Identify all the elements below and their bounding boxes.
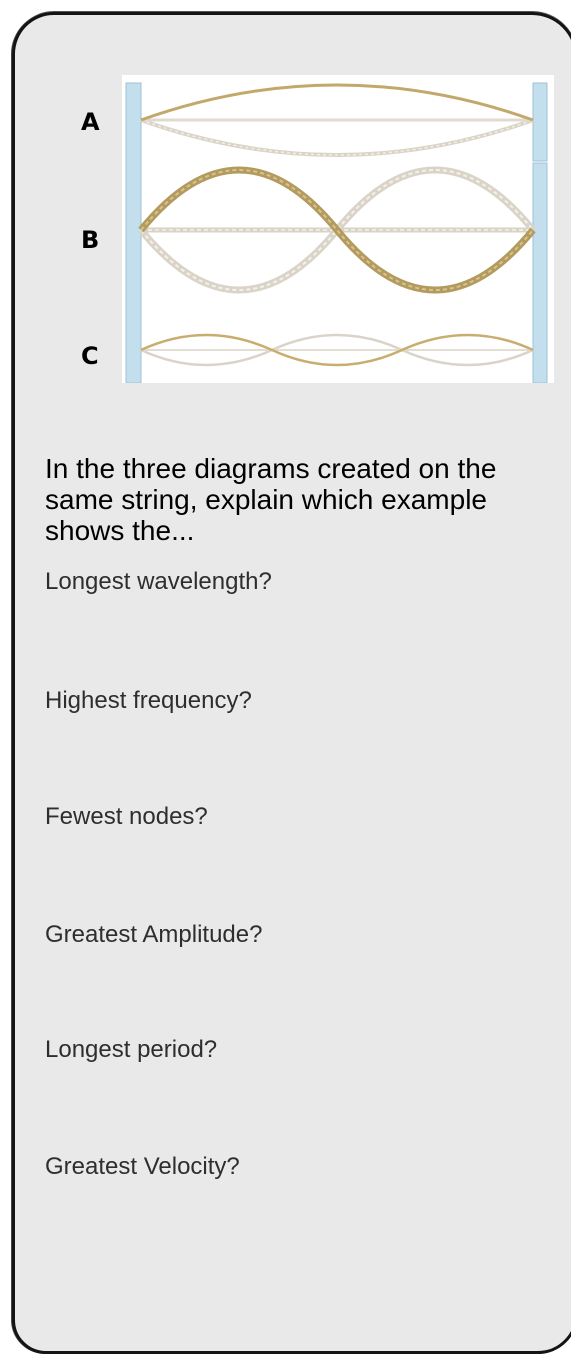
label-b: B (81, 226, 100, 254)
wave-a-light-inner (140, 119, 534, 156)
question-longest-period: Longest period? (45, 1036, 218, 1063)
wave-a-dark (140, 83, 534, 122)
wave-c (140, 333, 534, 367)
wave-b (138, 166, 536, 294)
standing-wave-svg (125, 82, 548, 383)
right-wall-top (532, 82, 548, 162)
prompt-text: In the three diagrams created on the sam… (45, 453, 497, 546)
question-greatest-amplitude: Greatest Amplitude? (45, 921, 263, 948)
standing-wave-diagram (122, 75, 554, 383)
right-wall-bottom (532, 162, 548, 383)
label-c: C (81, 342, 99, 370)
wave-c-dark (140, 333, 534, 367)
question-greatest-velocity: Greatest Velocity? (45, 1153, 240, 1180)
question-highest-frequency: Highest frequency? (45, 687, 252, 714)
question-longest-wavelength: Longest wavelength? (45, 568, 272, 595)
label-a: A (81, 108, 100, 136)
left-wall (125, 82, 142, 383)
question-fewest-nodes: Fewest nodes? (45, 803, 208, 830)
wave-a (140, 83, 534, 157)
wave-b-dark-inner (140, 169, 534, 291)
wave-b-light-inner (140, 169, 534, 291)
wave-c-light (140, 333, 534, 367)
